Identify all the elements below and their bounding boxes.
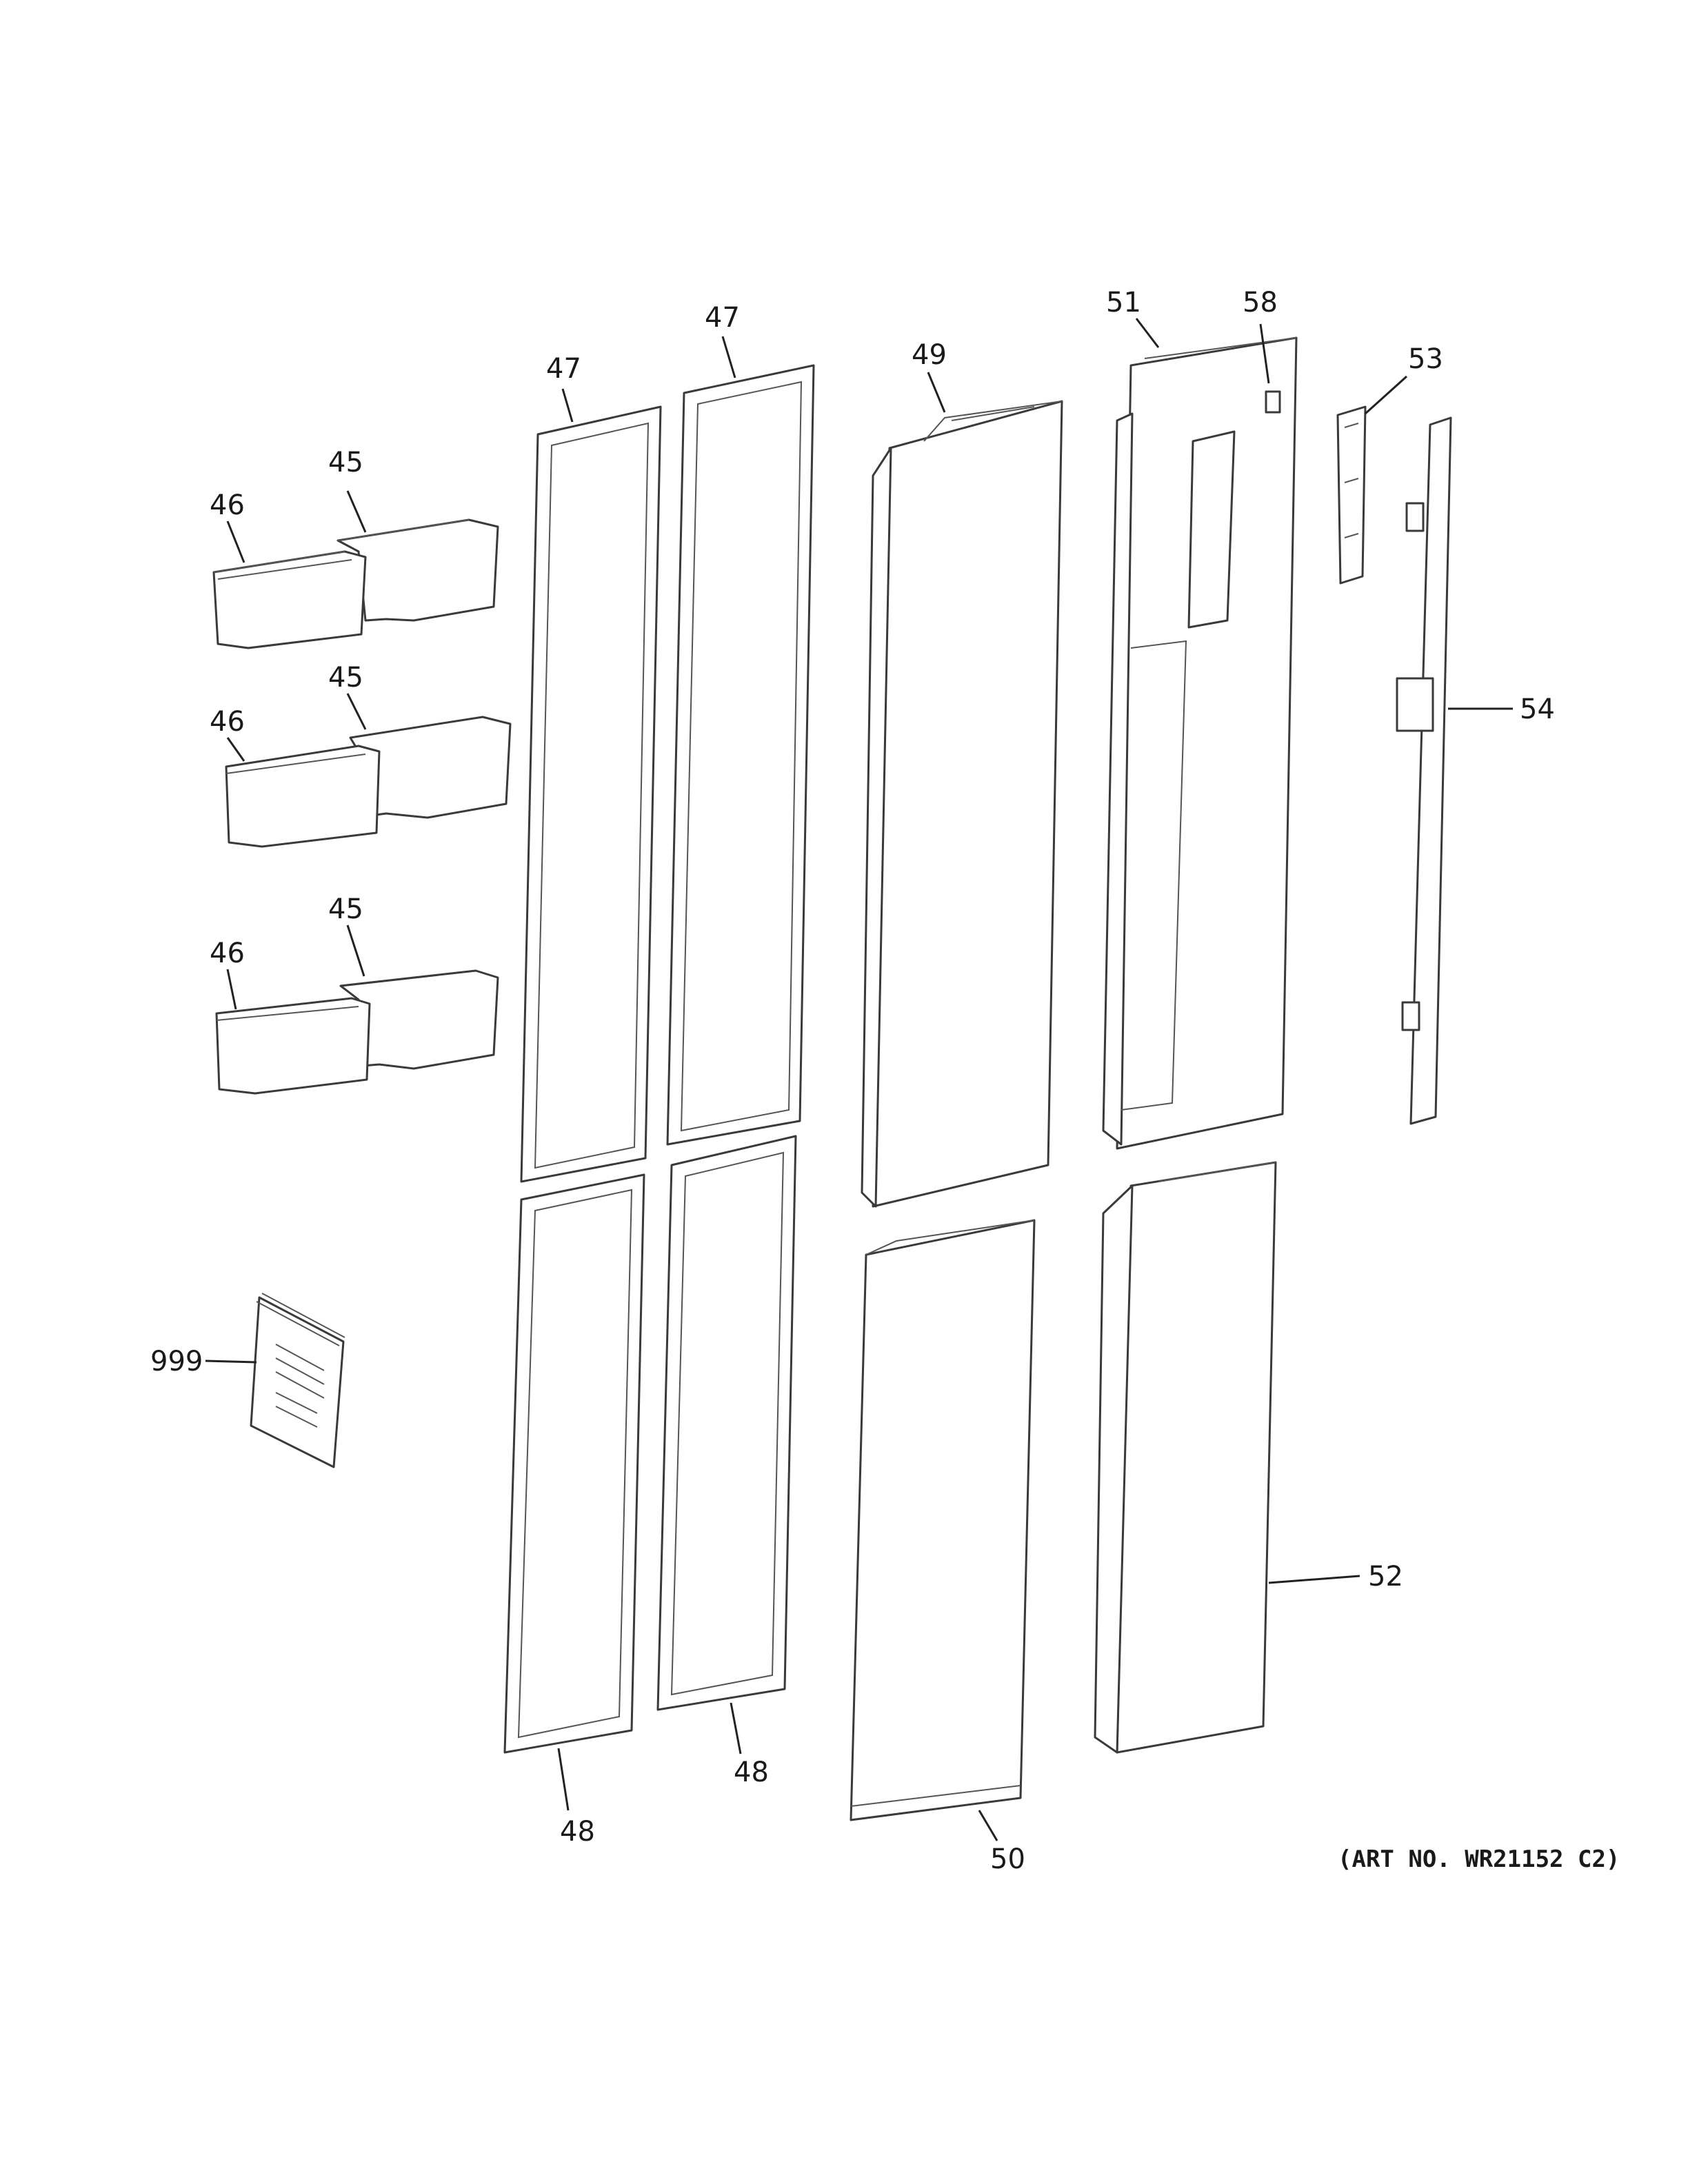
callout-46-top: 46 bbox=[210, 489, 245, 521]
callout-45-bottom: 45 bbox=[328, 893, 363, 925]
callout-58: 58 bbox=[1243, 287, 1278, 318]
callout-52: 52 bbox=[1368, 1561, 1403, 1593]
art-number: (ART NO. WR21152 C2) bbox=[1338, 1846, 1620, 1873]
logo-badge-58 bbox=[1265, 390, 1281, 414]
callout-48-left: 48 bbox=[560, 1816, 595, 1848]
callout-53: 53 bbox=[1408, 343, 1443, 375]
callout-54: 54 bbox=[1520, 694, 1555, 725]
door-gasket-48-left bbox=[503, 1173, 645, 1754]
callout-45-top: 45 bbox=[328, 447, 363, 478]
callout-45-middle: 45 bbox=[328, 662, 363, 694]
door-gasket-47-left bbox=[520, 405, 662, 1183]
callout-labels: 45 46 45 46 45 46 47 47 49 51 58 53 54 5… bbox=[150, 287, 1620, 1875]
callout-999: 999 bbox=[150, 1346, 203, 1377]
callout-51: 51 bbox=[1106, 287, 1141, 318]
callout-46-bottom: 46 bbox=[210, 938, 245, 969]
callout-46-middle: 46 bbox=[210, 706, 245, 738]
dispenser-trim-53 bbox=[1336, 405, 1367, 585]
door-gasket-48-right bbox=[656, 1135, 797, 1711]
literature-kit-999 bbox=[250, 1293, 345, 1468]
door-bin-pair-top bbox=[212, 518, 499, 649]
callout-47-left: 47 bbox=[546, 353, 581, 385]
leader-lines bbox=[205, 318, 1513, 1841]
callout-48-right: 48 bbox=[734, 1757, 769, 1788]
freezer-door-52 bbox=[1094, 1161, 1277, 1754]
callout-49: 49 bbox=[912, 339, 947, 371]
refrigerator-door-49 bbox=[861, 400, 1063, 1208]
callout-47-right: 47 bbox=[705, 302, 740, 334]
callout-50: 50 bbox=[990, 1843, 1025, 1875]
refrigerator-door-51 bbox=[1102, 336, 1298, 1150]
door-bin-pair-bottom bbox=[215, 969, 499, 1095]
freezer-door-50 bbox=[850, 1219, 1036, 1821]
door-bin-pair-middle bbox=[225, 716, 512, 848]
door-gasket-47-right bbox=[666, 364, 815, 1146]
hinge-bar-54 bbox=[1396, 416, 1452, 1125]
